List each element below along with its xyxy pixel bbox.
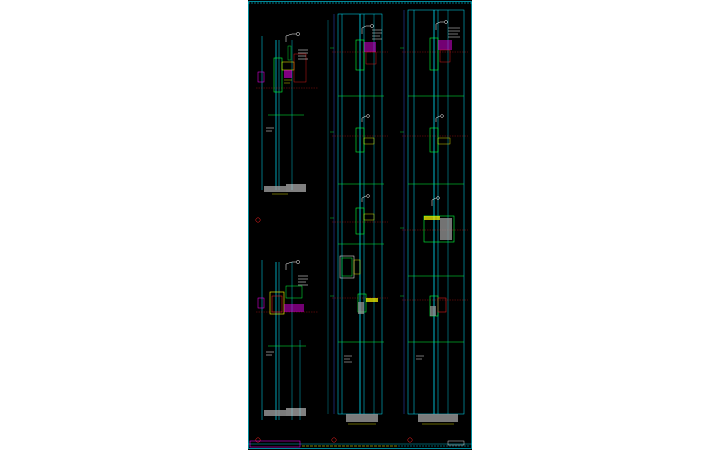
- section-left-upper: [255, 32, 318, 223]
- title-block: [248, 440, 472, 448]
- facade-section-drawing: [248, 1, 472, 449]
- section-middle: [327, 13, 388, 443]
- cad-drawing-sheet: [248, 0, 472, 450]
- section-marker-right: [407, 437, 413, 443]
- sheet-border: [248, 1, 472, 449]
- section-marker-left-lower: [255, 437, 261, 443]
- section-marker-left-upper: [255, 217, 261, 223]
- grid-ticks: [330, 47, 404, 297]
- section-right: [402, 9, 468, 443]
- section-marker-middle: [331, 437, 337, 443]
- section-left-lower: [255, 260, 318, 443]
